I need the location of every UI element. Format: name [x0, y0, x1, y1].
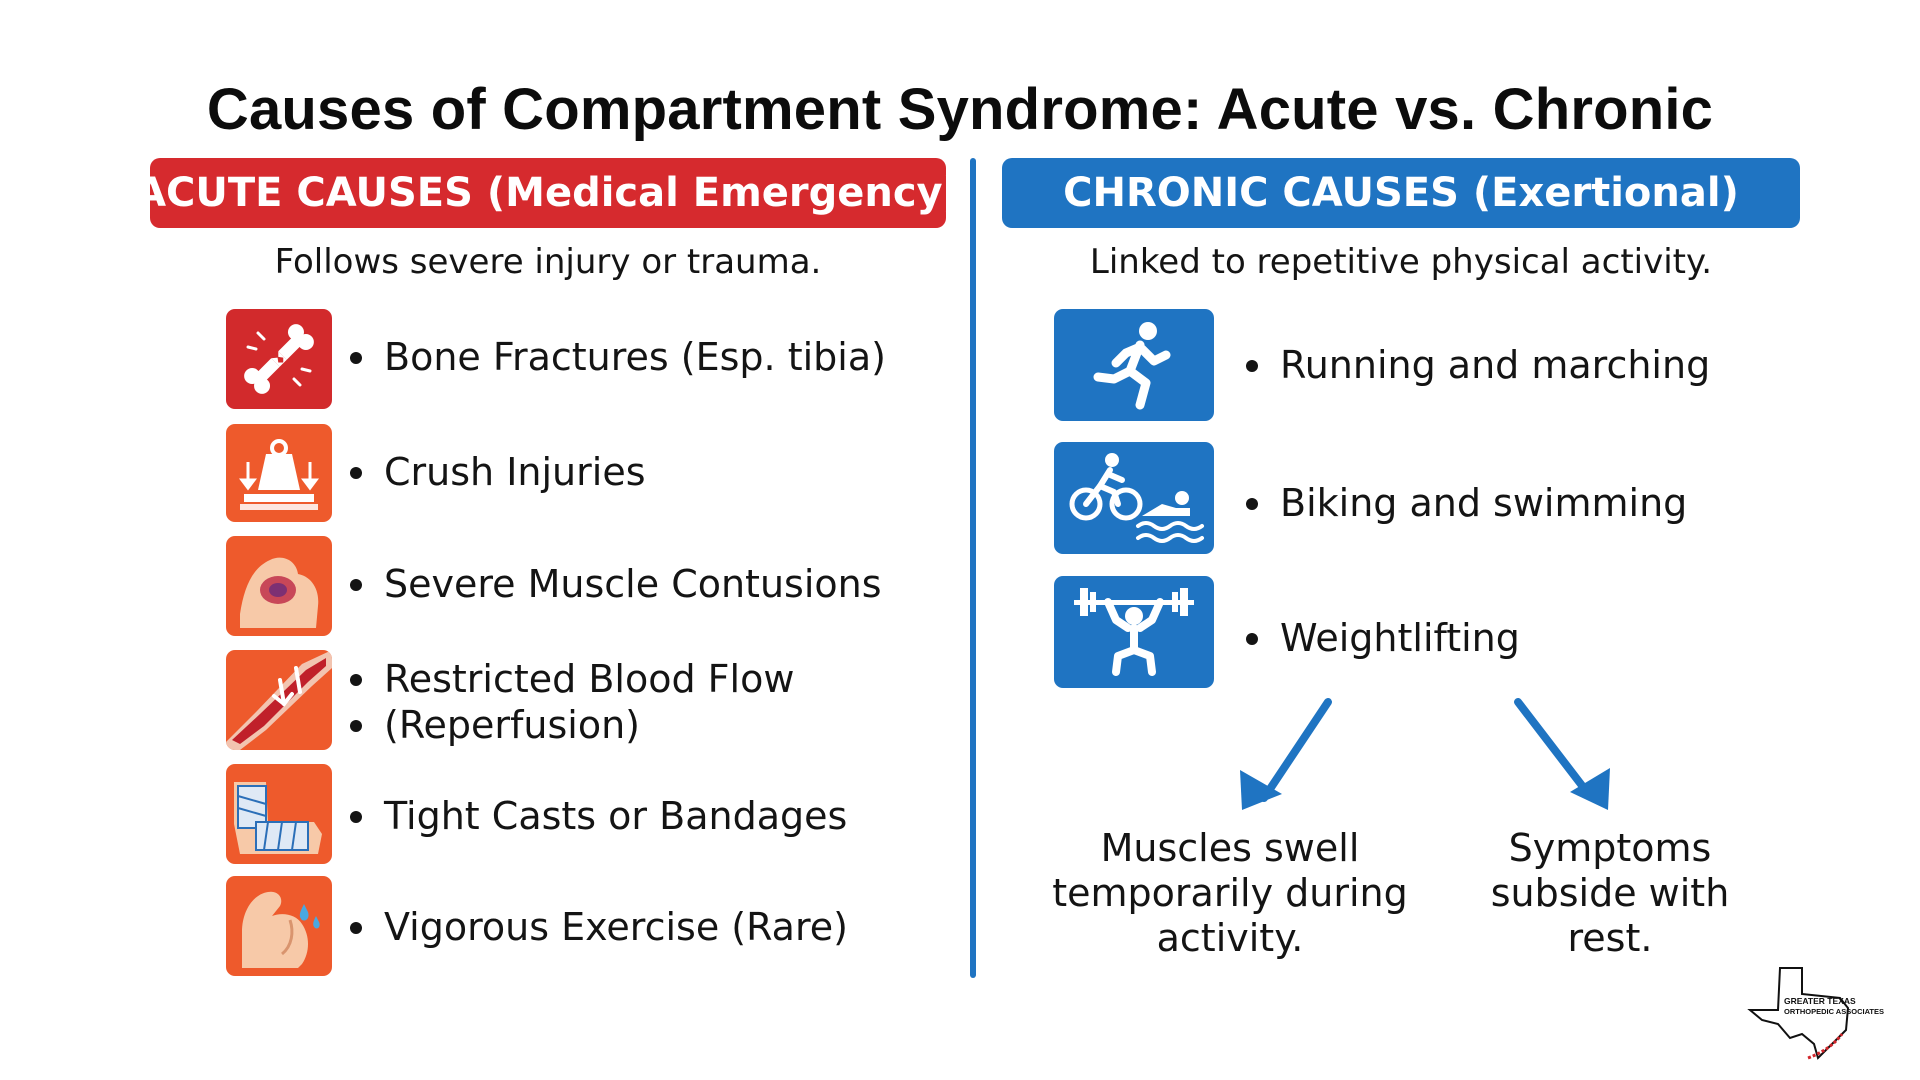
weightlifter-icon — [1054, 576, 1214, 688]
outcome-1-line-3: activity. — [1156, 916, 1304, 960]
crush-weight-icon — [226, 424, 332, 522]
logo-line-2: ORTHOPEDIC ASSOCIATES — [1784, 1007, 1884, 1016]
broken-bone-icon — [226, 309, 332, 409]
acute-item-tight-casts: Tight Casts or Bandages — [350, 793, 847, 839]
outcome-muscles-swell: Muscles swell temporarily during activit… — [1040, 826, 1420, 961]
outcome-arrows — [1240, 698, 1610, 810]
acute-causes-header: ACUTE CAUSES (Medical Emergency) — [135, 158, 961, 228]
acute-item-restricted-blood-flow: Restricted Blood Flow — [350, 656, 794, 702]
acute-item-vigorous-exercise: Vigorous Exercise (Rare) — [350, 904, 848, 950]
arrow-left-shaft — [1260, 698, 1332, 802]
flexed-arm-sweat-icon — [226, 876, 332, 976]
arrow-right-head — [1570, 768, 1610, 810]
arm-cast-icon — [226, 764, 332, 864]
outcome-2-line-1: Symptoms — [1508, 826, 1712, 870]
acute-item-crush-injuries: Crush Injuries — [350, 449, 646, 495]
chronic-subtitle: Linked to repetitive physical activity. — [1089, 242, 1713, 282]
greater-texas-orthopedic-logo: GREATER TEXAS ORTHOPEDIC ASSOCIATES — [1744, 964, 1904, 1064]
blood-vessel-icon — [226, 650, 332, 750]
bruised-arm-icon — [226, 536, 332, 636]
column-divider — [970, 158, 976, 978]
acute-item-muscle-contusions: Severe Muscle Contusions — [350, 561, 882, 607]
texas-outline-icon: GREATER TEXAS ORTHOPEDIC ASSOCIATES — [1747, 967, 1884, 1060]
acute-item-reperfusion: (Reperfusion) — [350, 702, 640, 748]
chronic-causes-header: CHRONIC CAUSES (Exertional) — [1002, 158, 1800, 228]
outcome-1-line-2: temporarily during — [1052, 871, 1408, 915]
acute-item-reperfusion-label: (Reperfusion) — [384, 703, 640, 747]
arrow-right-shaft — [1514, 698, 1594, 800]
arrow-left-head — [1240, 770, 1282, 810]
outcome-2-line-2: subside with — [1490, 871, 1730, 915]
chronic-item-weightlifting: Weightlifting — [1246, 615, 1520, 661]
outcome-2-line-3: rest. — [1567, 916, 1653, 960]
acute-item-bone-fractures: Bone Fractures (Esp. tibia) — [350, 334, 886, 380]
logo-line-1: GREATER TEXAS — [1784, 996, 1856, 1006]
runner-icon — [1054, 309, 1214, 421]
outcome-symptoms-subside: Symptoms subside with rest. — [1460, 826, 1760, 961]
chronic-item-biking-swimming: Biking and swimming — [1246, 480, 1687, 526]
acute-subtitle: Follows severe injury or trauma. — [274, 242, 822, 282]
page-title: Causes of Compartment Syndrome: Acute vs… — [206, 77, 1714, 142]
cyclist-swimmer-icon — [1054, 442, 1214, 554]
chronic-item-running: Running and marching — [1246, 342, 1710, 388]
outcome-1-line-1: Muscles swell — [1100, 826, 1360, 870]
